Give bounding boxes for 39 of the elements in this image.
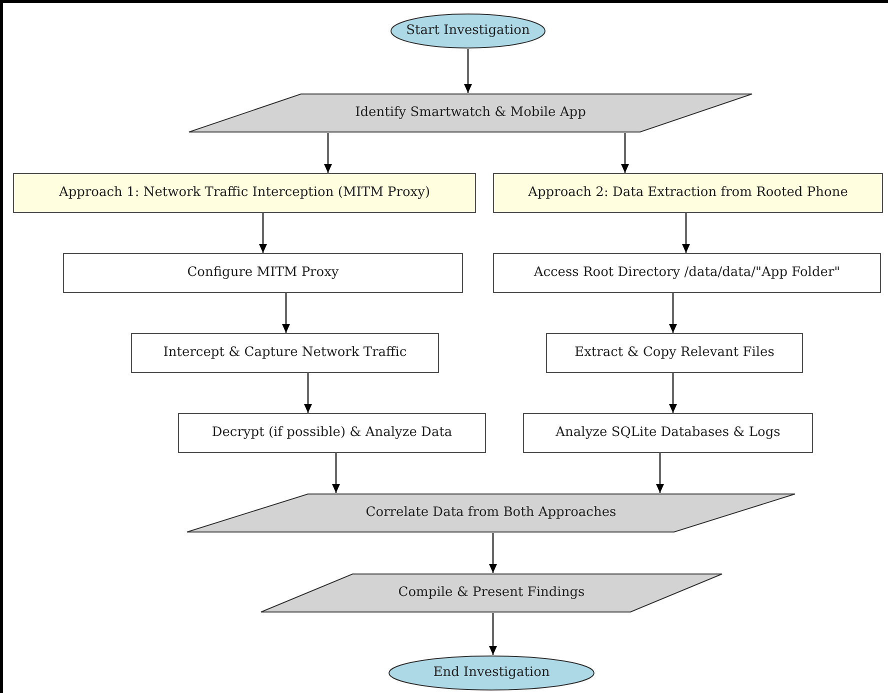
data-parallelogram [260,573,723,613]
terminal-oval [390,13,546,49]
node-label: Start Investigation [406,22,530,40]
process-box [546,333,803,373]
arrow [464,49,472,93]
node-label: End Investigation [433,664,550,682]
arrow [489,533,497,573]
process-box [493,253,881,293]
node-label: Analyze SQLite Databases & Logs [556,424,780,442]
arrow [282,293,290,333]
node-label: Extract & Copy Relevant Files [574,344,774,362]
arrow [669,373,677,413]
node-label: Configure MITM Proxy [187,264,339,282]
arrow [489,613,497,655]
node-label: Correlate Data from Both Approaches [366,504,616,522]
arrow [669,293,677,333]
node-label: Approach 1: Network Traffic Interception (MITM Proxy) [58,184,430,202]
arrow [304,373,312,413]
arrow [324,133,332,173]
node-label: Identify Smartwatch & Mobile App [355,104,586,122]
process-box [63,253,463,293]
node-label: Decrypt (if possible) & Analyze Data [212,424,452,442]
approach-box [13,173,476,213]
node-label: Intercept & Capture Network Traffic [163,344,407,362]
data-parallelogram [186,493,796,533]
arrow [656,453,664,493]
process-box [131,333,439,373]
node-label: Approach 2: Data Extraction from Rooted Phone [528,184,848,202]
process-box [523,413,813,453]
process-box [178,413,486,453]
node-label: Compile & Present Findings [398,584,585,602]
data-parallelogram [188,93,753,133]
arrow [259,213,267,253]
arrow [682,213,690,253]
arrow [332,453,340,493]
node-label: Access Root Directory /data/data/"App Folder" [534,264,840,282]
arrow [621,133,629,173]
terminal-oval [388,655,595,691]
approach-box [493,173,883,213]
